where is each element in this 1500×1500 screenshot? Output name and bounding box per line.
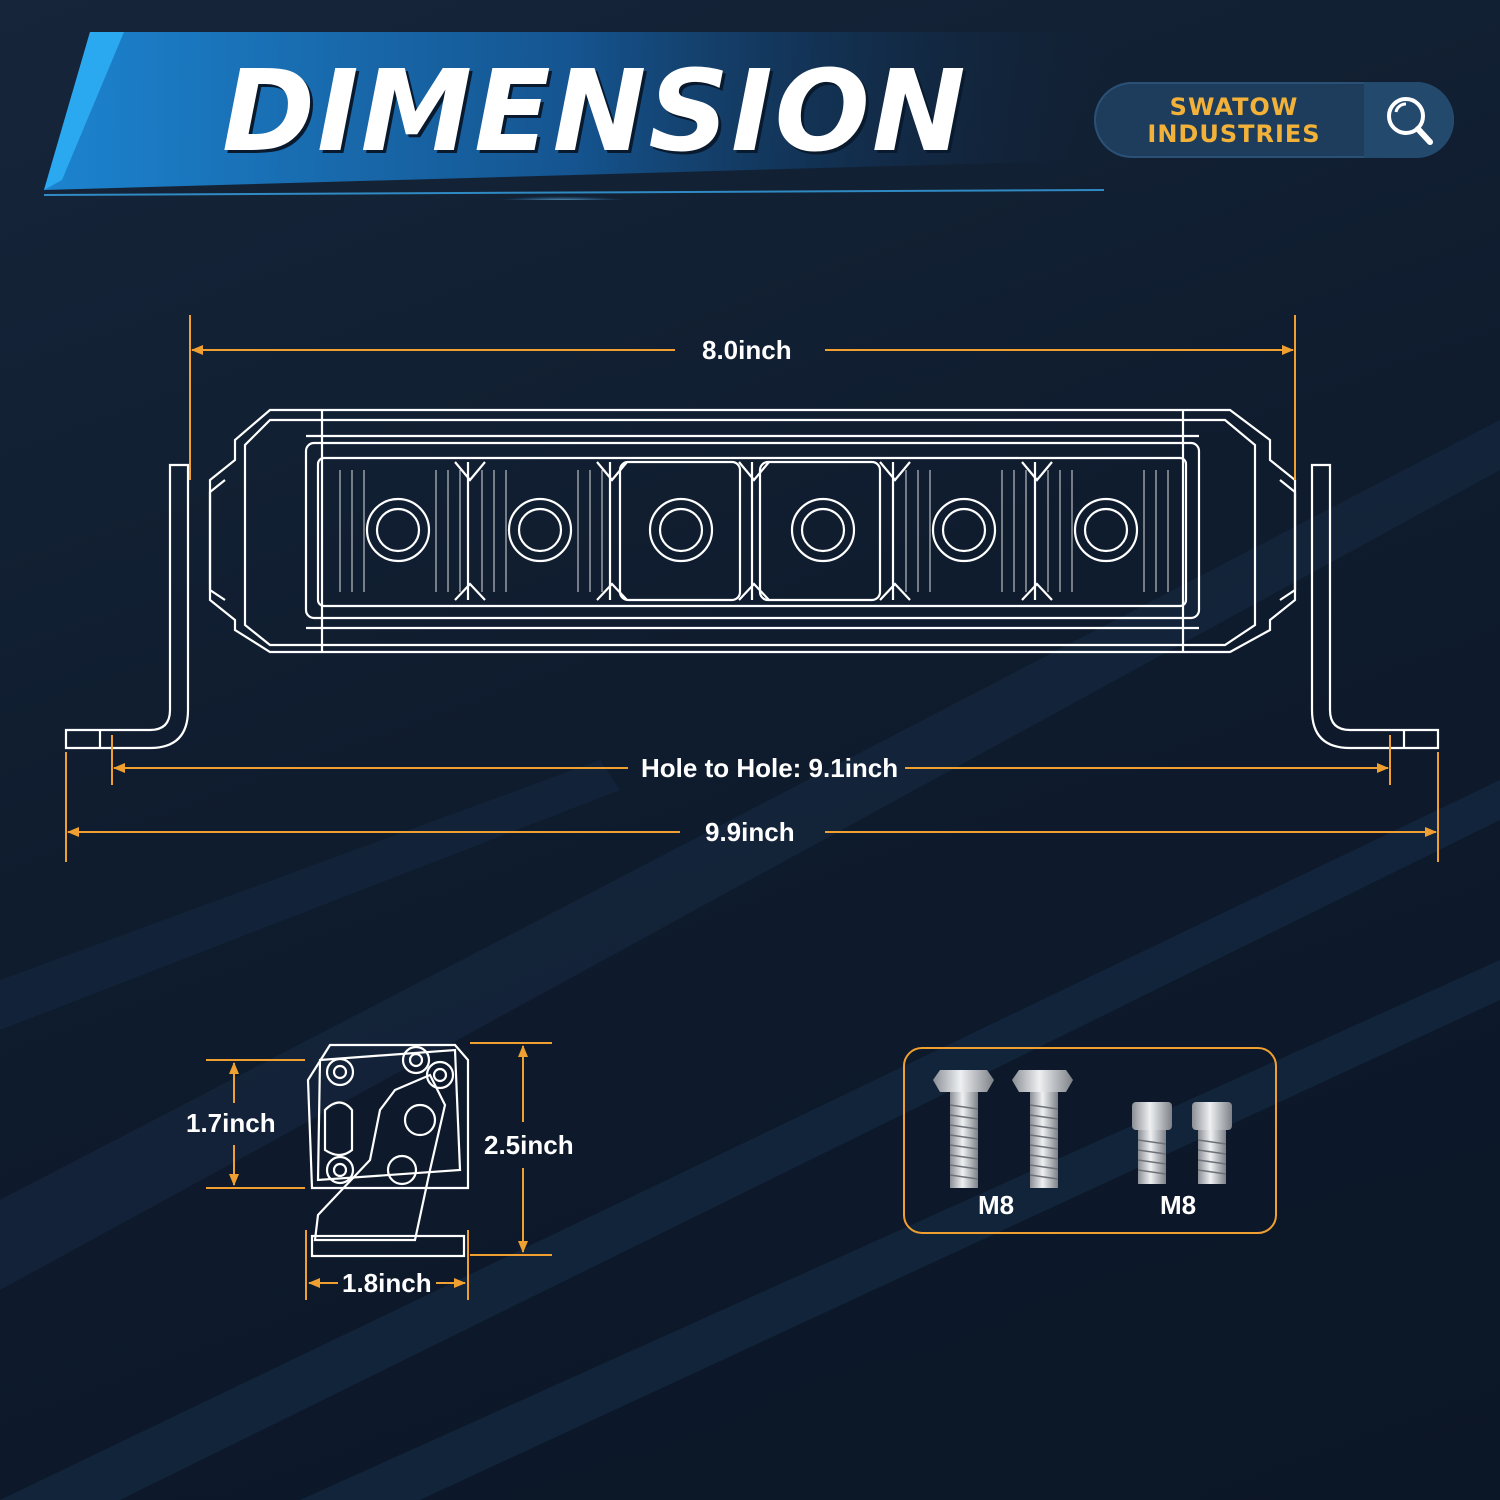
page-title: DIMENSION: [222, 47, 968, 177]
brand-badge: SWATOW INDUSTRIES: [1094, 82, 1454, 158]
led-lenses: [365, 497, 1139, 563]
brand-line2: INDUSTRIES: [1147, 120, 1321, 148]
title-banner: [44, 32, 1104, 200]
overall-width-label: 9.9inch: [705, 817, 795, 847]
led-1: [365, 497, 431, 563]
hole-to-hole-label: Hole to Hole: 9.1inch: [641, 753, 899, 783]
light-bar-front-view: [208, 408, 1297, 654]
reflector-fins: [339, 470, 1169, 592]
side-height-a-label: 1.7inch: [186, 1108, 276, 1138]
hardware-box: [903, 1047, 1277, 1234]
screw-size-label: M8: [1160, 1190, 1197, 1220]
bolt-icon: [933, 1070, 994, 1188]
led-4: [790, 497, 856, 563]
led-6: [1073, 497, 1139, 563]
mounting-brackets: [64, 463, 1440, 750]
led-5: [931, 497, 997, 563]
search-button[interactable]: [1364, 82, 1454, 158]
side-width-label: 1.8inch: [342, 1268, 432, 1298]
screw-icon: [1132, 1102, 1172, 1184]
side-view-bracket: [306, 1043, 470, 1258]
search-icon: [1387, 97, 1433, 145]
bolt-icon: [1012, 1070, 1073, 1188]
lens-width-label: 8.0inch: [702, 335, 792, 365]
hex-bolts: [933, 1070, 1073, 1188]
side-height-b-label: 2.5inch: [484, 1130, 574, 1160]
screw-icon: [1192, 1102, 1232, 1184]
led-3: [648, 497, 714, 563]
brand-line1: SWATOW: [1169, 93, 1299, 121]
dimension-lines: [65, 315, 1439, 1300]
socket-screws: [1132, 1102, 1232, 1184]
bolt-size-label: M8: [978, 1190, 1015, 1220]
brand-logo: SWATOW INDUSTRIES: [1114, 94, 1354, 148]
led-2: [507, 497, 573, 563]
